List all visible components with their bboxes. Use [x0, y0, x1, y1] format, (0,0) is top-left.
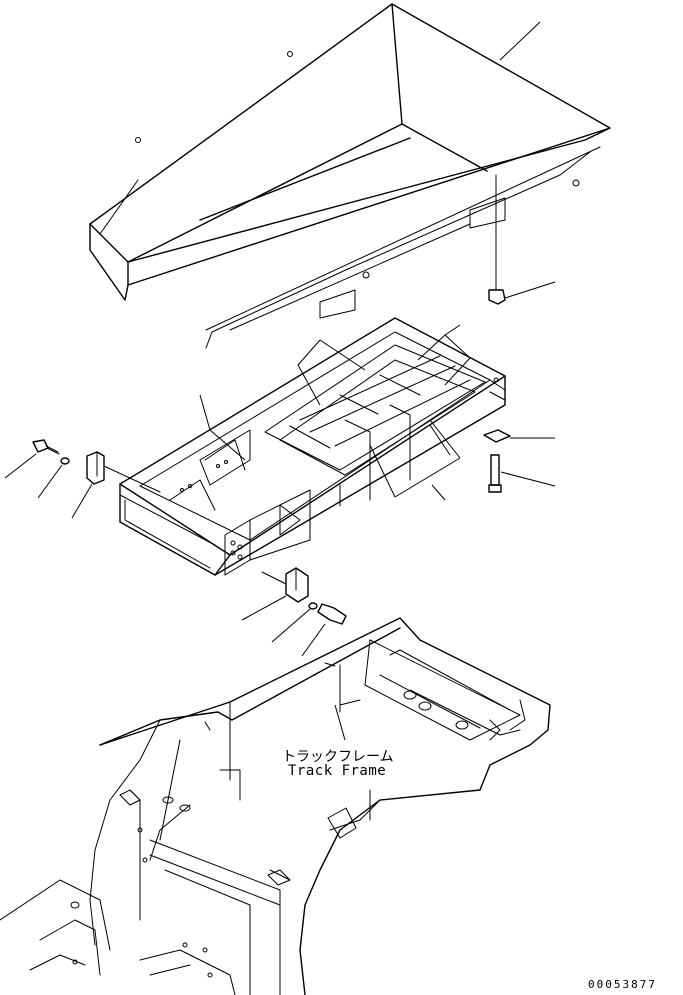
leader-cover: [499, 21, 541, 61]
right-fastener-set: [483, 204, 556, 493]
lower-fastener-set: [241, 567, 347, 657]
left-fastener-set: [4, 439, 161, 519]
track-frame-label-jp: トラックフレーム: [282, 749, 394, 765]
track-frame: [0, 617, 551, 995]
top-cover: [89, 3, 611, 349]
leader-track-frame: [334, 704, 346, 741]
box-frame: [119, 317, 506, 576]
frame-leaders: [199, 324, 471, 501]
track-frame-label-en: Track Frame: [288, 763, 387, 779]
drawing-number: 00053877: [588, 978, 657, 991]
